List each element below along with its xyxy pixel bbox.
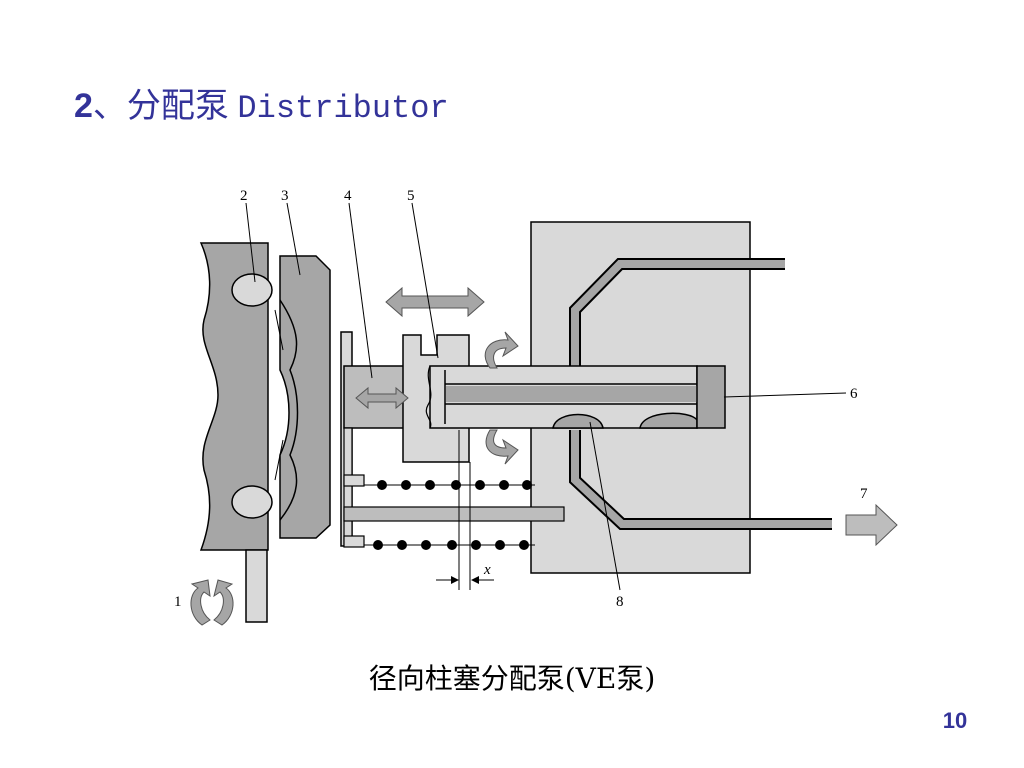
- spring-seat-bottom: [343, 535, 365, 548]
- title-separator: 、: [92, 86, 127, 126]
- rotor-bore-fill: [446, 386, 697, 402]
- plunger-movement-arrow-icon: [355, 386, 409, 410]
- figure-caption: 径向柱塞分配泵(VE泵): [368, 662, 656, 695]
- label-3: 3: [281, 188, 289, 204]
- leader-lines: [245, 202, 847, 591]
- label-8: 8: [616, 594, 624, 610]
- input-rotation-arrow-icon: [190, 579, 211, 626]
- cam-plate-inner: [274, 309, 284, 481]
- label-5: 5: [407, 188, 415, 204]
- upper-passage-fill: [571, 260, 785, 375]
- title-english: Distributor: [237, 90, 449, 127]
- label-4: 4: [344, 188, 352, 204]
- cam-disc: [199, 242, 269, 551]
- axial-movement-arrow-icon: [385, 286, 485, 318]
- slide-title: 2、分配泵 Distributor: [74, 78, 449, 127]
- drive-shaft: [245, 549, 268, 623]
- label-7: 7: [860, 486, 868, 502]
- spring-seat-top: [343, 474, 365, 487]
- input-rotation-arrow-2-icon: [213, 579, 234, 626]
- spring-lower: [364, 540, 535, 550]
- page-number: 10: [942, 708, 968, 733]
- roller-lower: [231, 485, 273, 519]
- label-1: 1: [174, 594, 182, 610]
- roller-upper: [231, 273, 273, 307]
- spring-guide-rod: [343, 506, 565, 522]
- label-x: x: [483, 562, 491, 578]
- cam-plate-face: [279, 299, 299, 521]
- stroke-dimension: [458, 430, 471, 590]
- cam-plate: [279, 255, 331, 539]
- lower-passage-fill: [571, 430, 832, 528]
- label-6: 6: [850, 386, 858, 402]
- outlet-arrow-icon: [845, 503, 898, 547]
- label-2: 2: [240, 188, 248, 204]
- rotor-break: [425, 365, 432, 429]
- title-number: 2: [74, 87, 93, 125]
- rotor-bore: [444, 370, 697, 424]
- delivery-valve: [696, 365, 726, 429]
- title-chinese: 分配泵: [126, 86, 229, 126]
- rotation-arrow-top-icon: [484, 331, 519, 369]
- rotation-arrow-bottom-icon: [485, 429, 519, 465]
- spring-upper: [364, 480, 535, 490]
